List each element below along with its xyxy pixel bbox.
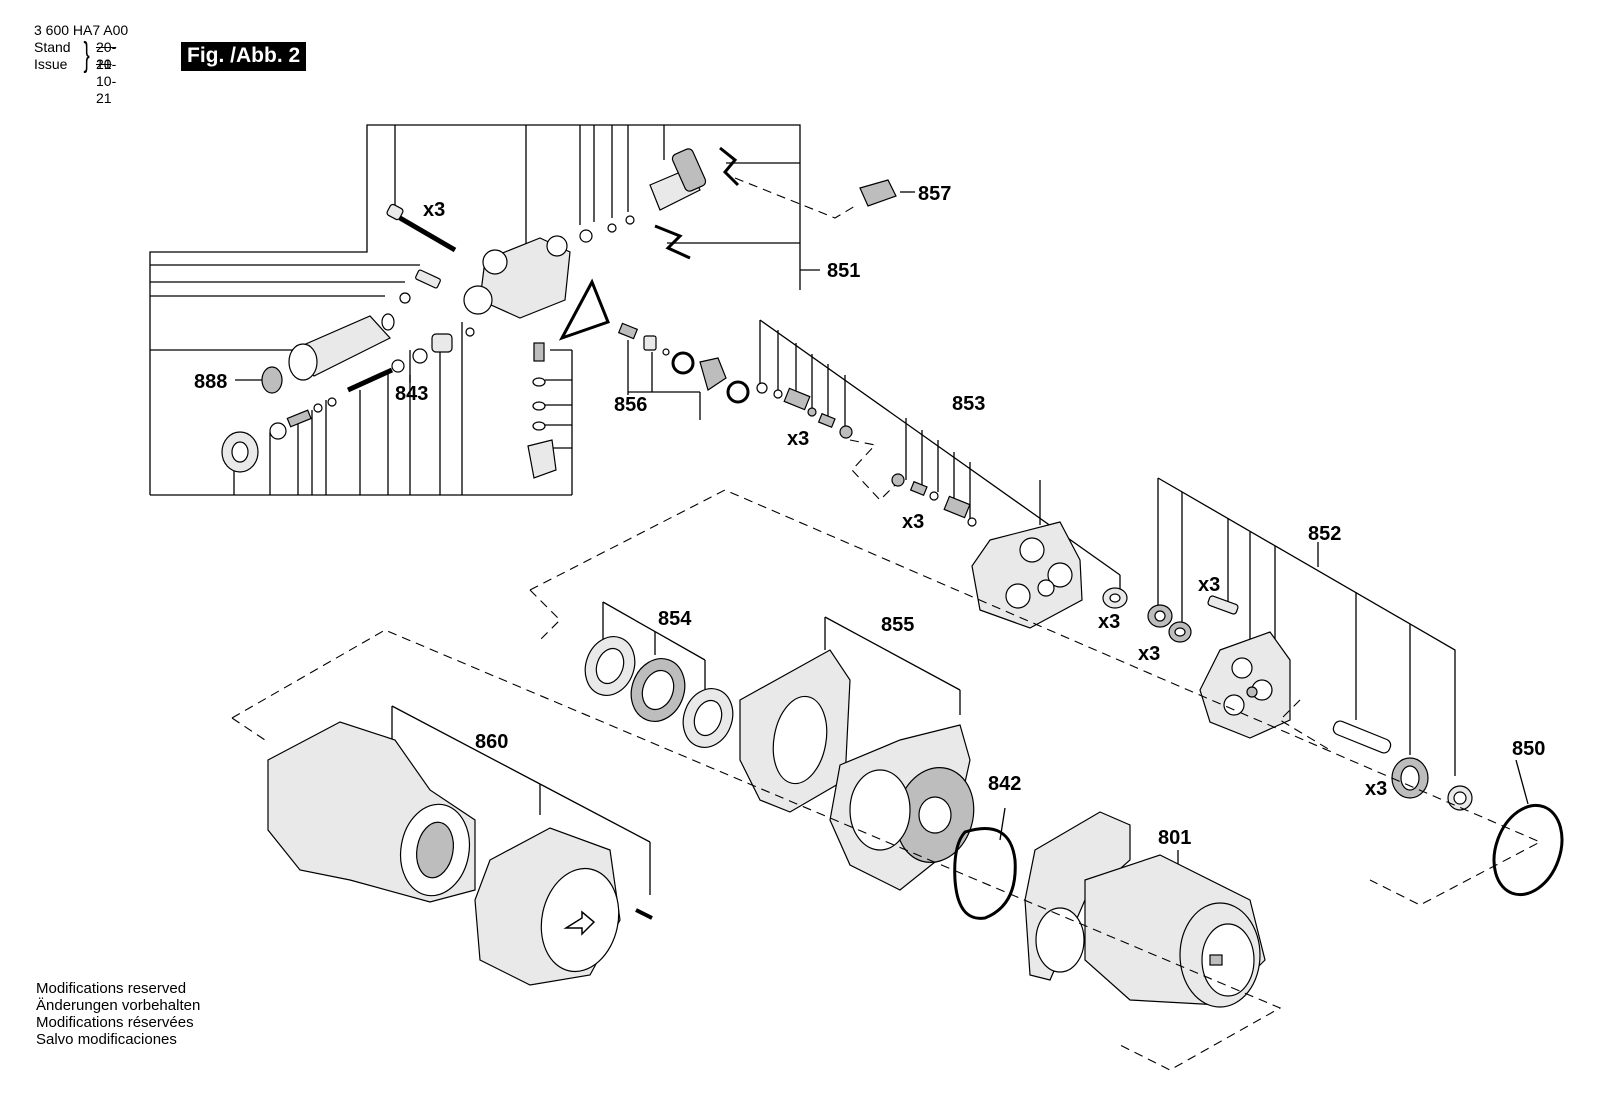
issue-value: 21-10-21 [96,56,117,106]
modifications-notice: Modifications reserved Änderungen vorbeh… [36,980,200,1048]
callout-801: 801 [1158,827,1191,849]
quantity-label: x3 [423,199,445,221]
quantity-label: x3 [1138,643,1160,665]
callout-850: 850 [1512,738,1545,760]
part-857-cap [734,177,915,219]
document-header: 3 600 HA7 A00 Stand Issue } 20-10 21-10-… [34,22,129,106]
notice-de: Änderungen vorbehalten [36,997,201,1014]
quantity-label: x3 [1198,574,1220,596]
callout-855: 855 [881,614,914,636]
quantity-label: x3 [787,428,809,450]
callout-853: 853 [952,393,985,415]
part-860-housing [267,705,653,986]
callout-851: 851 [827,260,860,282]
notice-fr: Modifications réservées [36,1014,194,1031]
motor-assembly-outline [231,629,1282,1071]
stand-label: Stand [34,39,71,55]
callout-852: 852 [1308,523,1341,545]
quantity-labels: x3 x3 x3 x3 x3 x3 x3 x3 [423,199,1387,800]
part-801-motor [1024,811,1266,1008]
part-856-group [617,322,750,420]
doc-number: 3 600 HA7 A00 [34,22,129,38]
callout-843: 843 [395,383,428,405]
quantity-label: x3 [1365,778,1387,800]
callout-860: 860 [475,731,508,753]
quantity-label: x3 [902,511,924,533]
valve-assembly-frame [149,124,820,496]
callout-854: 854 [658,608,692,630]
stand-value: 20-10 [96,39,117,72]
valve-parts [221,146,740,479]
callout-numbers: 857 851 888 843 856 853 852 854 855 860 … [194,183,1545,849]
part-854-group [584,601,734,748]
notice-es: Salvo modificaciones [36,1031,177,1048]
figure-label: Fig. /Abb. 2 [181,42,307,71]
part-855-group [739,616,975,891]
callout-842: 842 [988,773,1021,795]
callout-856: 856 [614,394,647,416]
part-850-oring [1492,759,1564,897]
pump-assembly-outline [529,489,1542,906]
callout-888: 888 [194,371,227,393]
callout-857: 857 [918,183,951,205]
brace-icon: } [83,36,90,74]
quantity-label: x3 [1098,611,1120,633]
issue-label: Issue [34,56,68,72]
notice-en: Modifications reserved [36,980,187,997]
part-853-group [756,319,1128,629]
part-842-oring [953,807,1017,920]
